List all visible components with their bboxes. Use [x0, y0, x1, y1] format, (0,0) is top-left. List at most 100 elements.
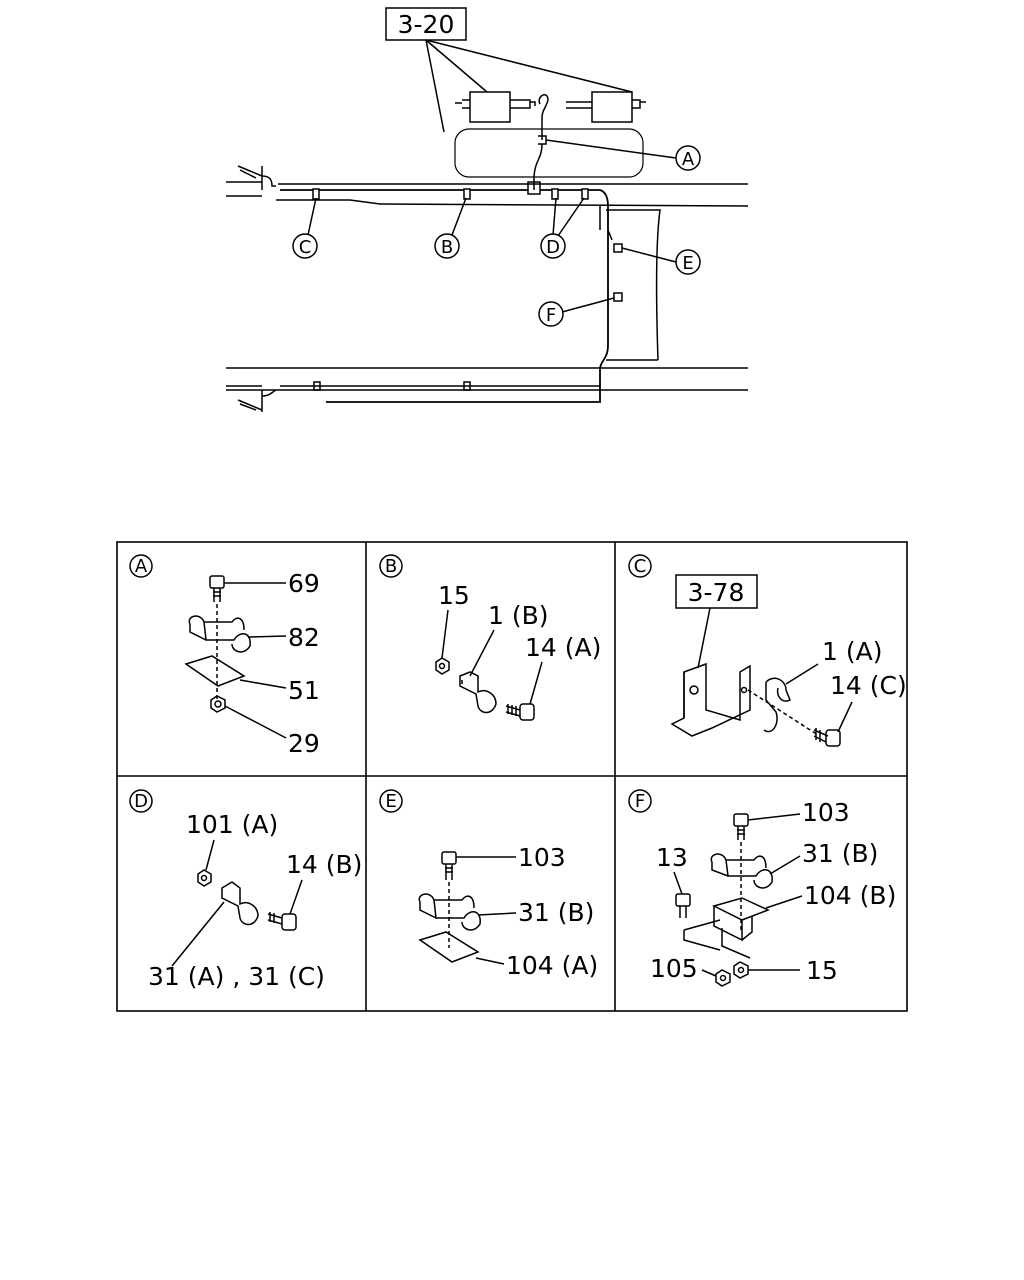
- leader-29: [224, 705, 287, 739]
- clip-c: [312, 188, 320, 200]
- part-label-15: 15: [438, 581, 470, 610]
- ref-box-3-78: [675, 574, 758, 609]
- panel-e-label: E: [385, 791, 396, 812]
- leader-15: [441, 609, 449, 659]
- panel-f-label: F: [635, 791, 645, 812]
- plate-drawing: [184, 655, 246, 687]
- svg-text:F: F: [546, 305, 556, 326]
- leader-13: [673, 871, 683, 895]
- part-label-15-f: 15: [806, 956, 838, 985]
- leader-101a: [205, 839, 215, 871]
- part-label-104b: 104 (B): [804, 881, 896, 910]
- clip-d2: [581, 188, 589, 200]
- part-label-14b: 14 (B): [286, 850, 362, 879]
- part-label-101a: 101 (A): [186, 810, 278, 839]
- leader-14c: [837, 701, 853, 733]
- detail-panel-b: B 15 1 (B) 14 (A): [379, 554, 601, 721]
- part-label-14a: 14 (A): [525, 633, 601, 662]
- callout-D: D: [540, 197, 585, 259]
- clip-drawing: [710, 853, 773, 889]
- panel-d-label: D: [134, 791, 148, 812]
- part-label-69: 69: [288, 569, 320, 598]
- detail-panel-f: F 103 31 (B) 13: [628, 789, 896, 987]
- callout-B: B: [434, 197, 467, 259]
- bolt-drawing: [505, 703, 535, 721]
- bolt-drawing: [267, 912, 297, 931]
- svg-text:E: E: [682, 253, 693, 274]
- bracket-block-drawing: [683, 897, 770, 959]
- hanger-bottom-left: [261, 389, 277, 412]
- part-label-1a: 1 (A): [822, 637, 882, 666]
- detail-panel-e: E 103 31 (B) 104 (A): [379, 789, 598, 980]
- detail-grid: [116, 541, 908, 1012]
- leader-14a: [529, 661, 543, 705]
- callout-E: E: [621, 247, 701, 275]
- spring-top-left: [237, 165, 263, 179]
- clip-drawing: [221, 881, 259, 926]
- part-label-13: 13: [656, 843, 688, 872]
- part-label-103: 103: [518, 843, 566, 872]
- leader-105: [701, 969, 717, 977]
- clip-drawing: [188, 615, 251, 653]
- leader-1b: [469, 629, 495, 677]
- callout-C: C: [292, 197, 318, 259]
- bolt-drawing: [209, 575, 225, 602]
- clip-drawing: [459, 671, 497, 714]
- ref-leader-lines: [425, 39, 633, 133]
- panel-b-label: B: [385, 556, 397, 577]
- clip-drawing: [763, 677, 791, 733]
- svg-text:B: B: [441, 237, 453, 258]
- part-label-105: 105: [650, 954, 698, 983]
- nut-drawing: [197, 869, 212, 887]
- cross-member: [606, 209, 661, 361]
- ref-box-3-20-label: 3-20: [398, 10, 455, 39]
- part-label-31a-31c: 31 (A) , 31 (C): [148, 962, 325, 991]
- panel-a-label: A: [135, 556, 148, 577]
- panel-c-label: C: [634, 556, 647, 577]
- part-label-31b: 31 (B): [518, 898, 594, 927]
- part-label-103-f: 103: [802, 798, 850, 827]
- part-label-104a: 104 (A): [506, 951, 598, 980]
- bracket-drawing: [670, 662, 751, 737]
- bolt-drawing: [733, 813, 749, 840]
- leader-103: [747, 813, 801, 821]
- part-label-31b-f: 31 (B): [802, 839, 878, 868]
- highlight-box: [454, 128, 644, 178]
- leader-14b: [289, 879, 303, 915]
- brake-chamber-left: [455, 91, 549, 123]
- brake-pipe-main: [280, 189, 609, 403]
- clip-f: [613, 292, 623, 302]
- detail-panel-d: D 101 (A) 14 (B) 31 (A) , 31 (C): [129, 789, 362, 991]
- svg-text:D: D: [546, 237, 560, 258]
- bolt-drawing: [441, 851, 457, 880]
- clip-d1: [551, 188, 559, 200]
- part-label-29: 29: [288, 729, 320, 758]
- part-label-51: 51: [288, 676, 320, 705]
- clip-b: [463, 188, 471, 200]
- callout-F: F: [538, 297, 615, 327]
- pipe-bend: [599, 206, 613, 241]
- lower-frame-rail: [226, 367, 748, 391]
- overview-drawing: 3-20: [226, 7, 749, 412]
- nut-drawing: [435, 657, 450, 675]
- leader-31b: [477, 912, 517, 916]
- nut-15-drawing: [733, 961, 749, 979]
- leader-31b: [769, 855, 801, 875]
- spring-bottom-left: [237, 399, 263, 411]
- bolt-13-drawing: [675, 893, 691, 918]
- clip-drawing: [418, 893, 481, 931]
- detail-panel-a: A 69 82 51 29: [129, 554, 320, 758]
- ref-box-3-78-label: 3-78: [688, 578, 745, 607]
- nut-drawing: [210, 695, 226, 713]
- assembly-axis: [747, 689, 819, 736]
- brake-chamber-right: [566, 91, 646, 123]
- svg-text:C: C: [299, 237, 312, 258]
- leader-104b: [765, 895, 803, 909]
- svg-text:A: A: [682, 149, 695, 170]
- bolt-drawing: [813, 728, 841, 747]
- part-label-1b: 1 (B): [488, 601, 549, 630]
- nut-105-drawing: [715, 969, 731, 987]
- detail-panel-c: C 3-78 1 (A) 14 (C): [628, 554, 907, 747]
- leader-51: [239, 679, 287, 689]
